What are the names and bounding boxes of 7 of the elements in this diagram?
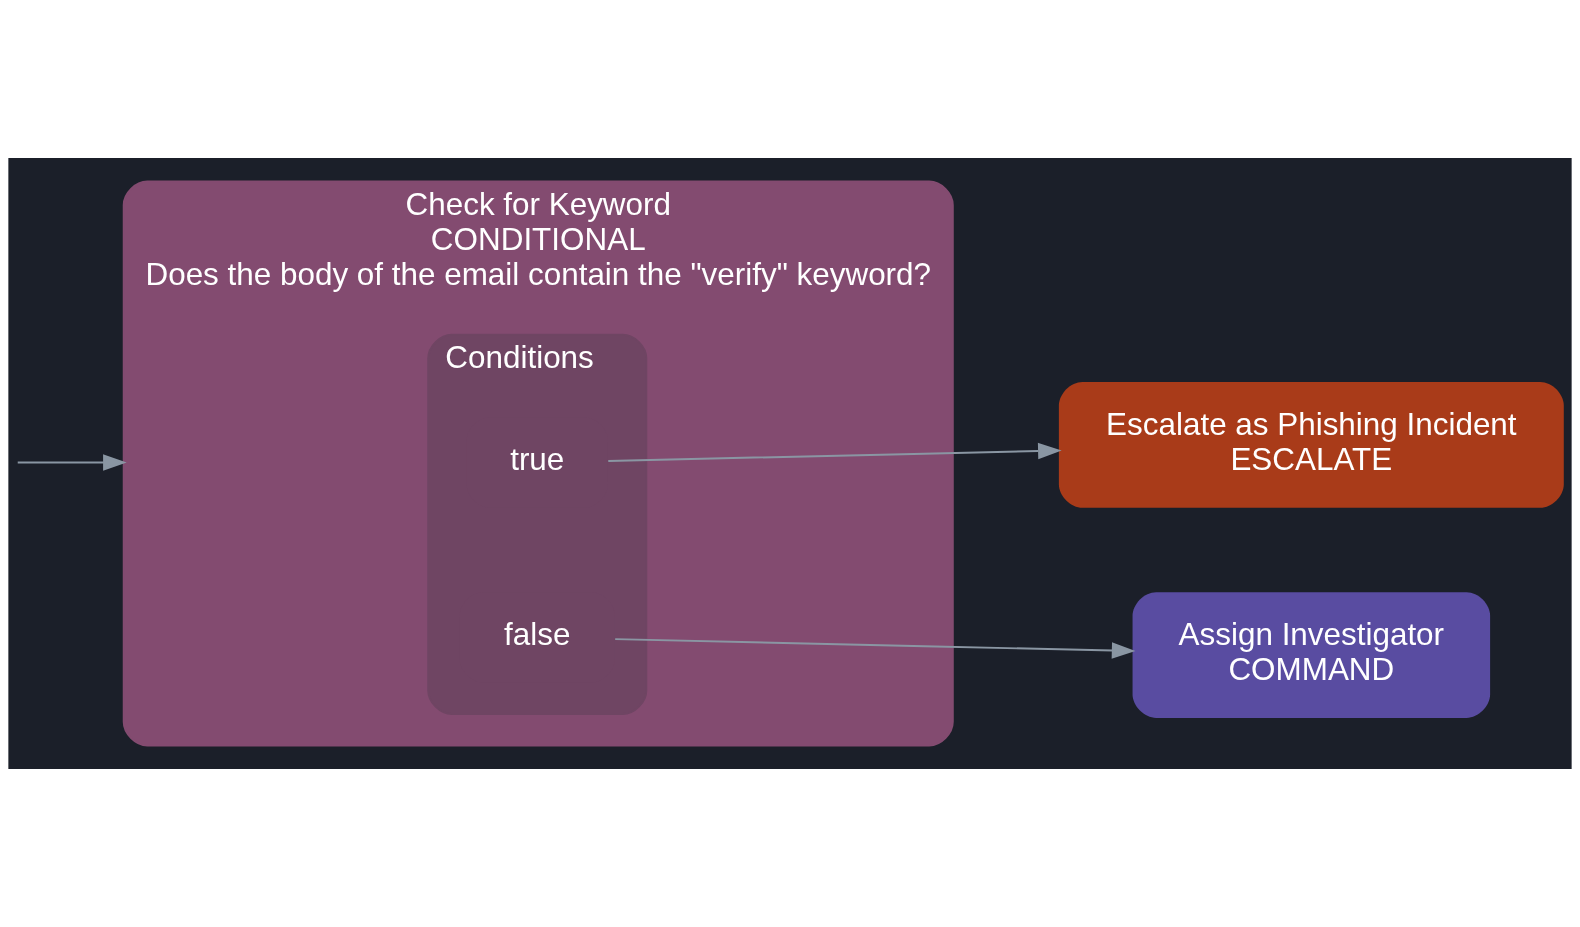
arrow [16,454,127,471]
arrow [614,638,1136,659]
arrow [607,442,1062,462]
node-text: true [510,441,565,477]
node-box: Assign Investigator COMMAND [1132,592,1491,718]
node-text: false [504,616,571,652]
node-box: Escalate as Phishing Incident ESCALATE [1058,381,1564,508]
